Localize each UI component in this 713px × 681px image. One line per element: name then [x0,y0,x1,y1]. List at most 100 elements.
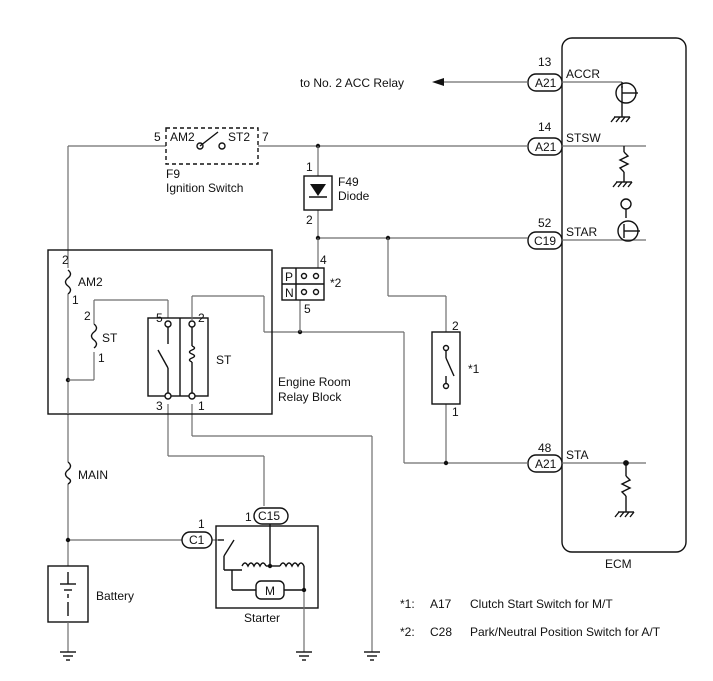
motor-box [255,580,285,600]
pin-signal-name: ACCR [566,67,600,81]
connector-badge [181,531,213,549]
pin-number: 1 [198,399,205,413]
acc-relay-label: to No. 2 ACC Relay [300,76,404,90]
starter-box [215,525,319,609]
ecm-pin-stsw: 14 A21 STSW [527,120,601,156]
ignition-switch-name: Ignition Switch [166,181,243,195]
connector-badge [253,507,289,525]
ground-icon [60,651,76,661]
fuse-icon [64,461,72,485]
pin-number: 2 [84,309,91,323]
acc-relay-link: to No. 2 ACC Relay [300,76,528,90]
connector-label: C15 [258,509,280,523]
note-text: Clutch Start Switch for M/T [470,597,613,611]
engine-room-relay-block: Engine Room Relay Block 2 AM2 1 2 ST 1 5… [47,249,351,415]
resistor-icon [618,151,630,173]
arrow-left-icon [432,78,444,86]
solenoid-coil-icon [241,562,267,568]
relay-coil-icon [188,345,196,363]
pin-number: 7 [262,130,269,144]
pin-number: 13 [538,55,552,69]
relay-contact-icon [157,349,169,369]
clutch-switch-box [431,331,461,405]
clutch-note-mark: *1 [468,362,480,376]
pn-p-label: P [285,270,293,284]
pin-number: 5 [154,130,161,144]
pin-number: 1 [98,351,105,365]
relay-block-name-line1: Engine Room [278,375,351,389]
clutch-start-switch: 2 *1 1 [431,319,480,419]
diode-icon [310,184,326,196]
connector-label: A21 [535,140,557,154]
pin-signal-name: STA [566,448,588,462]
pin-number: 1 [452,405,459,419]
pin-number: 2 [62,253,69,267]
ground-icon [364,651,380,661]
switch-lever-icon [199,131,219,147]
ecm-box [561,37,687,553]
pin-number: 4 [320,253,327,267]
ecm-title: ECM [605,557,632,571]
diode: 1 2 F49 Diode [303,160,370,227]
ground-icon [296,651,312,661]
pin-number: 48 [538,441,552,455]
battery-label: Battery [96,589,134,603]
pin-number: 2 [306,213,313,227]
main-fuse: MAIN [64,461,108,485]
pin-signal-name: STAR [566,225,597,239]
diode-id: F49 [338,175,359,189]
motor-icon: M [265,584,275,598]
st-relay-label: ST [216,353,232,367]
pin-number: 14 [538,120,552,134]
park-neutral-switch: 4 P N 5 *2 [281,253,342,316]
pin-number: 2 [452,319,459,333]
note-code: C28 [430,625,452,639]
fuse-icon [90,323,98,349]
pin-number: 3 [156,399,163,413]
st-relay-box [147,317,209,397]
pn-n-label: N [285,286,294,300]
footnote-2: *2: C28 Park/Neutral Position Switch for… [400,625,661,639]
battery: Battery [47,565,134,652]
pin-number: 5 [156,311,163,325]
pin-number: 1 [245,510,252,524]
starter-switch-icon [223,539,235,557]
footnotes: *1: A17 Clutch Start Switch for M/T *2: … [400,597,661,639]
ignition-switch-box [165,127,259,165]
relay-block-box [47,249,273,415]
pin-number: 1 [306,160,313,174]
switch-contact-icon [445,357,455,377]
note-code: A17 [430,597,452,611]
pin-signal-name: STSW [566,131,601,145]
pin-number: 5 [304,302,311,316]
note-text: Park/Neutral Position Switch for A/T [470,625,661,639]
pin-number: 1 [72,293,79,307]
ecm: ECM 13 A21 ACCR 14 A21 STSW 52 C19 STAR … [527,37,687,571]
pin-number: 1 [198,517,205,531]
resistor-icon [620,475,632,497]
connector-label: A21 [535,457,557,471]
ecm-pin-sta: 48 A21 STA [527,441,588,473]
contact-label: ST2 [228,130,250,144]
ground-symbols [60,651,380,661]
connector-label: C1 [189,533,205,547]
main-fuse-label: MAIN [78,468,108,482]
footnote-1: *1: A17 Clutch Start Switch for M/T [400,597,613,611]
diode-name: Diode [338,189,370,203]
ecm-internal-circuits [562,81,646,518]
ecm-pin-star: 52 C19 STAR [527,216,597,250]
connector-label: A21 [535,76,557,90]
am2-fuse-label: AM2 [78,275,103,289]
note-mark: *1: [400,597,415,611]
connector-label: C19 [534,234,556,248]
ignition-switch: 5 7 AM2 ST2 F9 Ignition Switch [154,127,269,195]
st-fuse-label: ST [102,331,118,345]
note-mark: *2: [400,625,415,639]
ecm-pin-accr: 13 A21 ACCR [527,55,600,92]
solenoid-coil-icon [279,562,305,568]
relay-block-name-line2: Relay Block [278,390,342,404]
diode-box [303,175,333,211]
fuse-icon [64,269,72,295]
starter: Starter 1 C1 1 C15 M [181,507,319,652]
